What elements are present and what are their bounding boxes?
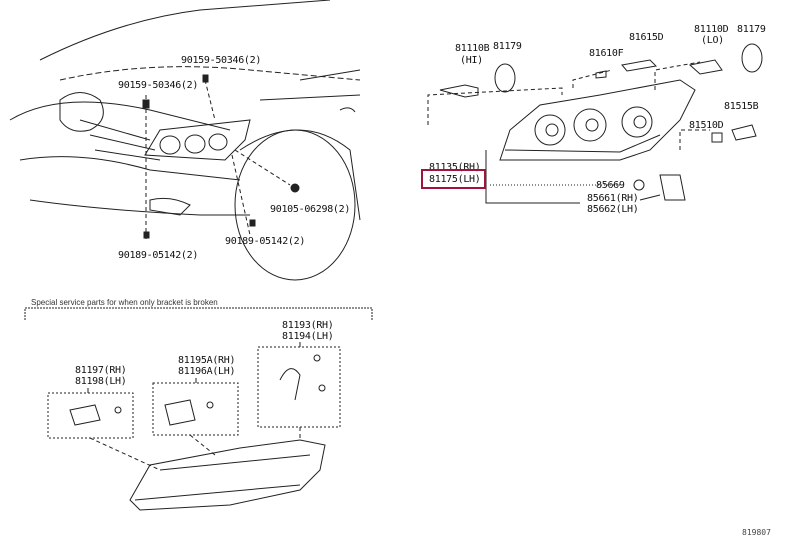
headlamp-on-car: [144, 119, 251, 161]
leader-lines-top-left: [145, 79, 291, 240]
part-label-90189-05142-bottom[interactable]: 90189-05142(2): [118, 250, 199, 261]
label-hi: (HI): [460, 55, 483, 66]
part-label-85661-rh[interactable]: 85661(RH): [587, 193, 639, 204]
bulb-icons: [439, 43, 763, 201]
part-label-81615D[interactable]: 81615D: [629, 32, 664, 43]
part-label-81179-left[interactable]: 81179: [493, 41, 522, 52]
part-label-81194-lh[interactable]: 81194(LH): [282, 331, 334, 342]
bracket-line-81175: [485, 150, 580, 204]
part-label-90189-05142-right[interactable]: 90189-05142(2): [225, 236, 306, 247]
part-label-81110B[interactable]: 81110B: [455, 43, 490, 54]
leader-lines-bottom: [89, 427, 301, 471]
car-body-illustration: [9, 0, 361, 281]
part-label-81515B[interactable]: 81515B: [724, 101, 759, 112]
part-label-81196A-lh[interactable]: 81196A(LH): [178, 366, 236, 377]
selected-part-highlight: [421, 169, 486, 189]
headlamp-lens-housing: [129, 439, 326, 511]
part-label-81193-rh[interactable]: 81193(RH): [282, 320, 334, 331]
part-label-81179-right[interactable]: 81179: [737, 24, 766, 35]
fastener-icons: [142, 74, 300, 239]
service-parts-bracket: [24, 307, 373, 320]
part-label-81195A-rh[interactable]: 81195A(RH): [178, 355, 236, 366]
part-label-81197-rh[interactable]: 81197(RH): [75, 365, 127, 376]
part-label-90159-50346-left[interactable]: 90159-50346(2): [118, 80, 199, 91]
part-label-90159-50346-top[interactable]: 90159-50346(2): [181, 55, 262, 66]
figure-code: 819807: [742, 528, 771, 537]
part-label-81110D[interactable]: 81110D: [694, 24, 729, 35]
headlamp-assembly: [499, 79, 696, 161]
part-label-81510D[interactable]: 81510D: [689, 120, 724, 131]
service-parts-note: Special service parts for when only brac…: [31, 298, 218, 307]
part-label-90105-06298[interactable]: 90105-06298(2): [270, 204, 351, 215]
part-label-81135-rh[interactable]: 81135(RH): [429, 162, 481, 173]
leader-lines-headlamp: [427, 61, 710, 186]
label-lo: (LO): [701, 35, 724, 46]
bracket-boxes: [47, 342, 341, 439]
part-label-81175-lh[interactable]: 81175(LH): [429, 174, 481, 185]
part-label-81610F[interactable]: 81610F: [589, 48, 624, 59]
part-label-85662-lh[interactable]: 85662(LH): [587, 204, 639, 215]
part-label-81198-lh[interactable]: 81198(LH): [75, 376, 127, 387]
part-label-85669[interactable]: 85669: [596, 180, 625, 191]
